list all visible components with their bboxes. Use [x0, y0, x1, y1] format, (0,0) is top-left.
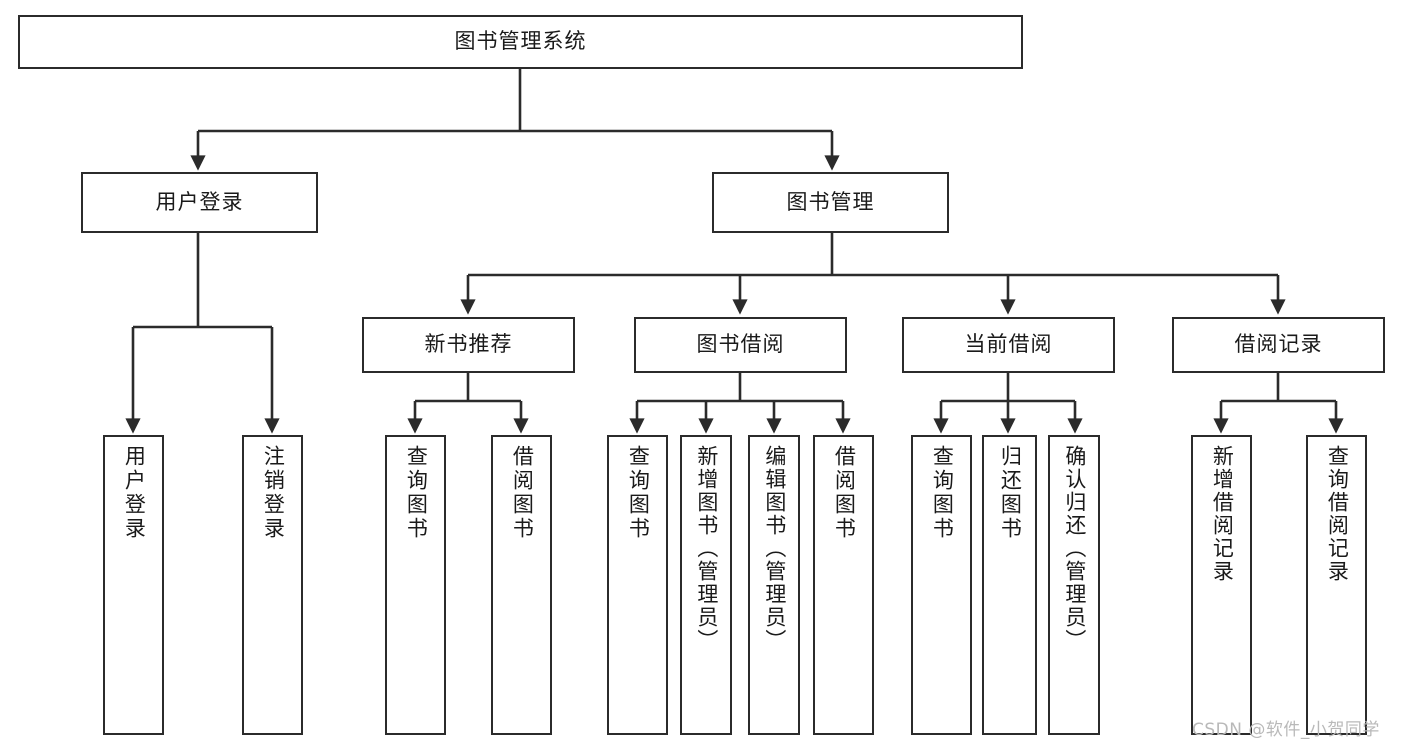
leaf-borrow-book-recommend[interactable]: 借阅图书 [491, 435, 552, 735]
node-label: 归还图书 [998, 445, 1023, 541]
leaf-user-login[interactable]: 用户登录 [103, 435, 164, 735]
node-user-login[interactable]: 用户登录 [81, 172, 318, 233]
node-label: 用户登录 [122, 445, 147, 541]
node-label: 图书管理 [786, 189, 875, 214]
node-label: 用户登录 [155, 189, 244, 214]
leaf-confirm-return-admin[interactable]: 确认归还（管理员） [1048, 435, 1100, 735]
node-new-book-recommend[interactable]: 新书推荐 [362, 317, 575, 373]
node-book-management[interactable]: 图书管理 [712, 172, 949, 233]
leaf-user-logout[interactable]: 注销登录 [242, 435, 303, 735]
leaf-query-borrow-record[interactable]: 查询借阅记录 [1306, 435, 1367, 735]
node-label: 确认归还（管理员） [1062, 445, 1087, 652]
node-label: 查询图书 [930, 445, 955, 541]
leaf-add-borrow-record[interactable]: 新增借阅记录 [1191, 435, 1252, 735]
leaf-query-book-borrow[interactable]: 查询图书 [607, 435, 668, 735]
node-label: 新书推荐 [424, 332, 513, 357]
leaf-add-book-admin[interactable]: 新增图书（管理员） [680, 435, 732, 735]
leaf-return-book[interactable]: 归还图书 [982, 435, 1037, 735]
node-label: 新增图书（管理员） [694, 445, 719, 652]
leaf-borrow-book[interactable]: 借阅图书 [813, 435, 874, 735]
node-label: 注销登录 [261, 445, 286, 541]
leaf-query-book-current[interactable]: 查询图书 [911, 435, 972, 735]
leaf-edit-book-admin[interactable]: 编辑图书（管理员） [748, 435, 800, 735]
node-label: 图书管理系统 [454, 29, 587, 54]
node-label: 借阅图书 [510, 445, 535, 541]
node-label: 借阅图书 [832, 445, 857, 541]
node-label: 查询图书 [626, 445, 651, 541]
node-book-borrow[interactable]: 图书借阅 [634, 317, 847, 373]
node-label: 当前借阅 [964, 332, 1053, 357]
node-label: 借阅记录 [1234, 332, 1323, 357]
watermark-csdn: CSDN @软件_小贺同学 [1192, 720, 1380, 740]
node-label: 查询图书 [404, 445, 429, 541]
node-label: 图书借阅 [696, 332, 785, 357]
node-label: 新增借阅记录 [1210, 445, 1235, 583]
node-label: 查询借阅记录 [1325, 445, 1350, 583]
node-current-borrow[interactable]: 当前借阅 [902, 317, 1115, 373]
node-label: 编辑图书（管理员） [762, 445, 787, 652]
node-borrow-record[interactable]: 借阅记录 [1172, 317, 1385, 373]
node-root-book-management-system[interactable]: 图书管理系统 [18, 15, 1023, 69]
leaf-query-book-recommend[interactable]: 查询图书 [385, 435, 446, 735]
